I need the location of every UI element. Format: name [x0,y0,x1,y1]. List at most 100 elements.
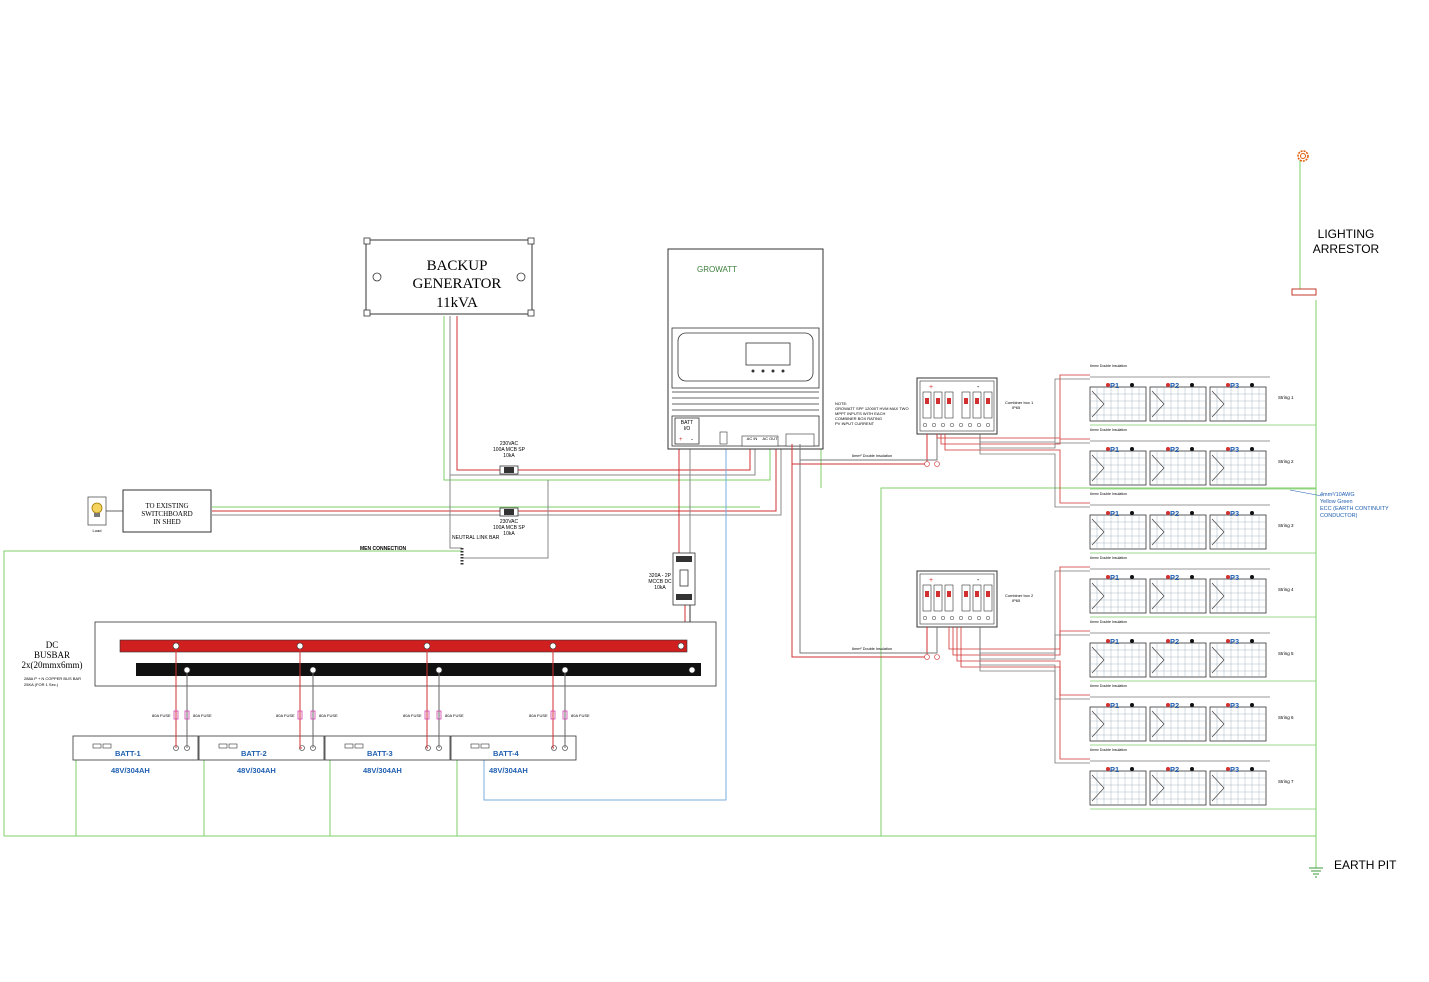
generator-mcb: 230VAC 100A MCB SP 10kA [493,441,526,475]
bus-stud [172,642,180,650]
svg-text:AC OUT: AC OUT [762,436,778,441]
svg-text:-: - [977,577,980,584]
svg-text:100A MCB SP: 100A MCB SP [493,447,526,453]
panel-label: P2 [1170,701,1179,710]
fuse-icon [184,710,190,720]
svg-text:230VAC: 230VAC [500,519,519,525]
panel-label: P2 [1170,445,1179,454]
string-label: String 6 [1278,715,1294,720]
svg-text:2x(20mmx6mm): 2x(20mmx6mm) [22,660,83,670]
combiner-sub: IP65 [1012,598,1021,603]
svg-text:ECC (EARTH CONTINUITY: ECC (EARTH CONTINUITY [1320,506,1389,512]
breaker-icon [922,584,932,612]
svg-text:PV INPUT CURRENT: PV INPUT CURRENT [835,421,875,426]
svg-text:AC IN: AC IN [747,436,758,441]
svg-text:230VAC: 230VAC [500,441,519,447]
panel-label: P1 [1110,509,1119,518]
svg-text:+: + [929,384,933,391]
svg-text:I/O: I/O [684,426,691,432]
svg-text:25KA (FOR 1 Sec.): 25KA (FOR 1 Sec.) [24,682,59,687]
breaker-icon [972,584,982,612]
generator-title-1: BACKUP [427,258,488,274]
dc-busbar: DC BUSBAR 2x(20mmx6mm) 288A P + N COPPER… [22,621,717,687]
ac-wiring [212,316,782,565]
lighting-arrestor-label-1: LIGHTING [1318,227,1375,241]
neutral-link-label: NEUTRAL LINK BAR [452,535,500,541]
panel-label: P2 [1170,381,1179,390]
combiner-name: Combiner box 1 [1005,400,1034,405]
svg-text:DC: DC [46,640,59,650]
panel-label: P3 [1230,381,1239,390]
svg-text:+: + [679,437,683,443]
fuse-label: 80A FUSE [529,713,548,718]
fuse-label: 80A FUSE [319,713,338,718]
inverter-note: NOTE: GROWATT SPF 12000T HVM MAX TWO MPP… [835,401,909,426]
panel-label: P1 [1110,701,1119,710]
breaker-icon [944,391,954,419]
backup-generator: BACKUP GENERATOR 11kVA [363,237,535,317]
pv-cable-label: 6mm² Double Insulation [1090,364,1127,368]
string-label: String 7 [1278,779,1294,784]
battery-4: BATT-4 48V/304AH 80A FUSE 80A FUSE [450,649,590,775]
combiner-sub: IP65 [1012,405,1021,410]
battery-name: BATT-2 [241,749,267,758]
earth-wiring [3,160,1317,868]
panel-label: P2 [1170,637,1179,646]
panel-label: P3 [1230,765,1239,774]
svg-text:10kA: 10kA [503,453,515,459]
panel-label: P1 [1110,637,1119,646]
panel-label: P2 [1170,509,1179,518]
battery-name: BATT-4 [493,749,520,758]
svg-text:SWITCHBOARD: SWITCHBOARD [141,510,192,518]
panel-label: P1 [1110,765,1119,774]
pv-cable-label: 6mm² Double Insulation [1090,684,1127,688]
breaker-icon [983,584,993,612]
svg-text:100A MCB SP: 100A MCB SP [493,525,526,531]
fuse-label: 80A FUSE [571,713,590,718]
svg-text:GROWATT SPF 12000T HVM MAX TWO: GROWATT SPF 12000T HVM MAX TWO [835,406,909,411]
svg-text:BUSBAR: BUSBAR [34,650,70,660]
bus-stud [435,666,443,674]
generator-title-2: GENERATOR [413,276,502,292]
svg-text:10kA: 10kA [503,531,515,537]
panel-label: P2 [1170,573,1179,582]
bus-stud [296,642,304,650]
svg-text:-: - [977,384,980,391]
bus-stud [309,666,317,674]
panel-label: P3 [1230,637,1239,646]
battery-rating: 48V/304AH [111,766,150,775]
breaker-icon [983,391,993,419]
bus-stud [423,642,431,650]
battery-name: BATT-3 [367,749,393,758]
pv-cable-label: 6mm² Double Insulation [1090,428,1127,432]
pv-cable-label: 6mm² Double Insulation [1090,492,1127,496]
breaker-icon [944,584,954,612]
breaker-icon [961,391,971,419]
fuse-label: 80A FUSE [403,713,422,718]
svg-text:+: + [929,577,933,584]
fuse-icon [562,710,568,720]
ecc-note: 4mm²/10AWG Yellow Green ECC (EARTH CONTI… [1289,489,1389,519]
svg-text:NOTE:: NOTE: [835,401,847,406]
bus-stud [183,666,191,674]
panel-label: P1 [1110,381,1119,390]
svg-text:TO EXISTING: TO EXISTING [145,502,188,510]
breaker-icon [933,584,943,612]
fuse-icon [436,710,442,720]
pv-cable-label: 6mm² Double Insulation [1090,748,1127,752]
string-label: String 2 [1278,459,1294,464]
svg-text:320A - 2P: 320A - 2P [649,573,672,579]
svg-text:10kA: 10kA [654,585,666,591]
inverter-brand: GROWATT [697,265,737,274]
panel-label: P3 [1230,573,1239,582]
battery-rating: 48V/304AH [489,766,528,775]
